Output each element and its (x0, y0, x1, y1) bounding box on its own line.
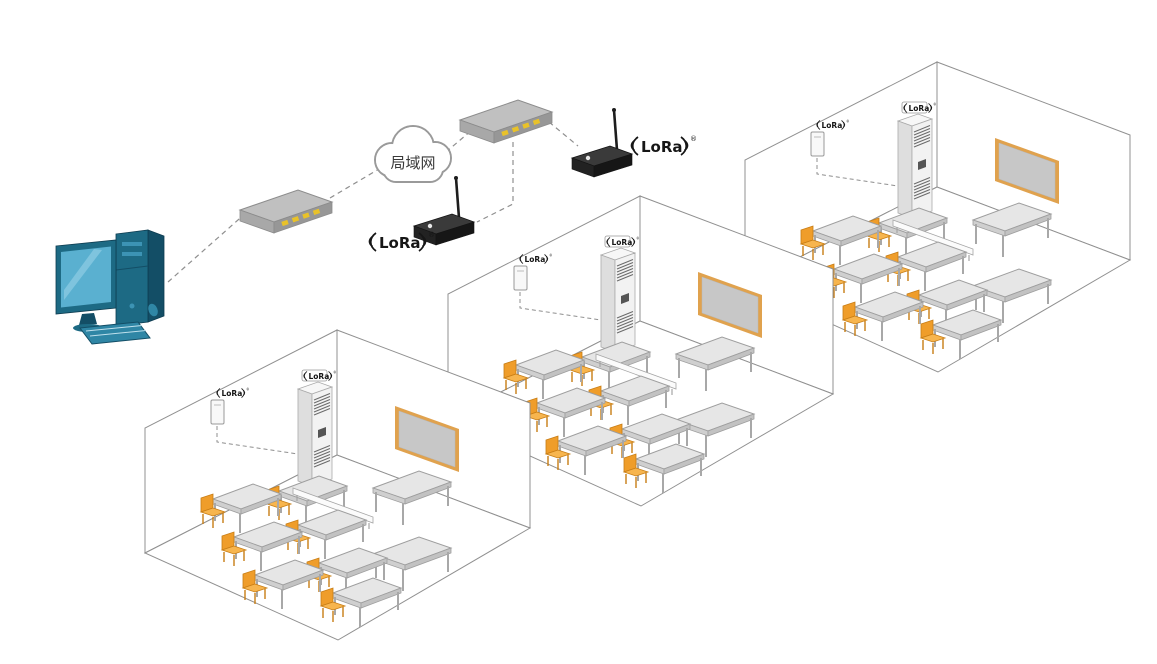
ethernet-switch-1 (240, 190, 332, 233)
monitor-stand (79, 313, 97, 325)
keyboard (79, 321, 151, 345)
monitor-screen-glare (64, 249, 102, 300)
tower-drive-slot (122, 252, 142, 256)
lora-gateway-left (412, 174, 476, 247)
link-switch2-gateway-left (476, 142, 514, 223)
link-switch2-gateway-right (548, 121, 579, 147)
tower-divider (115, 265, 149, 271)
lora-gateway-right-logo (630, 134, 698, 157)
mouse (148, 303, 158, 317)
network-links (167, 121, 579, 283)
ethernet-switch-2 (460, 100, 552, 143)
link-switch1-cloud (329, 165, 385, 199)
lan-cloud: 局域网 (374, 125, 452, 183)
monitor-screen (61, 246, 111, 308)
tower-power-button (129, 303, 135, 309)
desktop-computer (55, 229, 165, 345)
keyboard-keys (85, 325, 147, 337)
link-computer-switch1 (167, 211, 248, 283)
lan-cloud-label: 局域网 (390, 154, 435, 172)
lora-gateway-right (570, 106, 634, 179)
tower-drive-slot (122, 242, 142, 246)
